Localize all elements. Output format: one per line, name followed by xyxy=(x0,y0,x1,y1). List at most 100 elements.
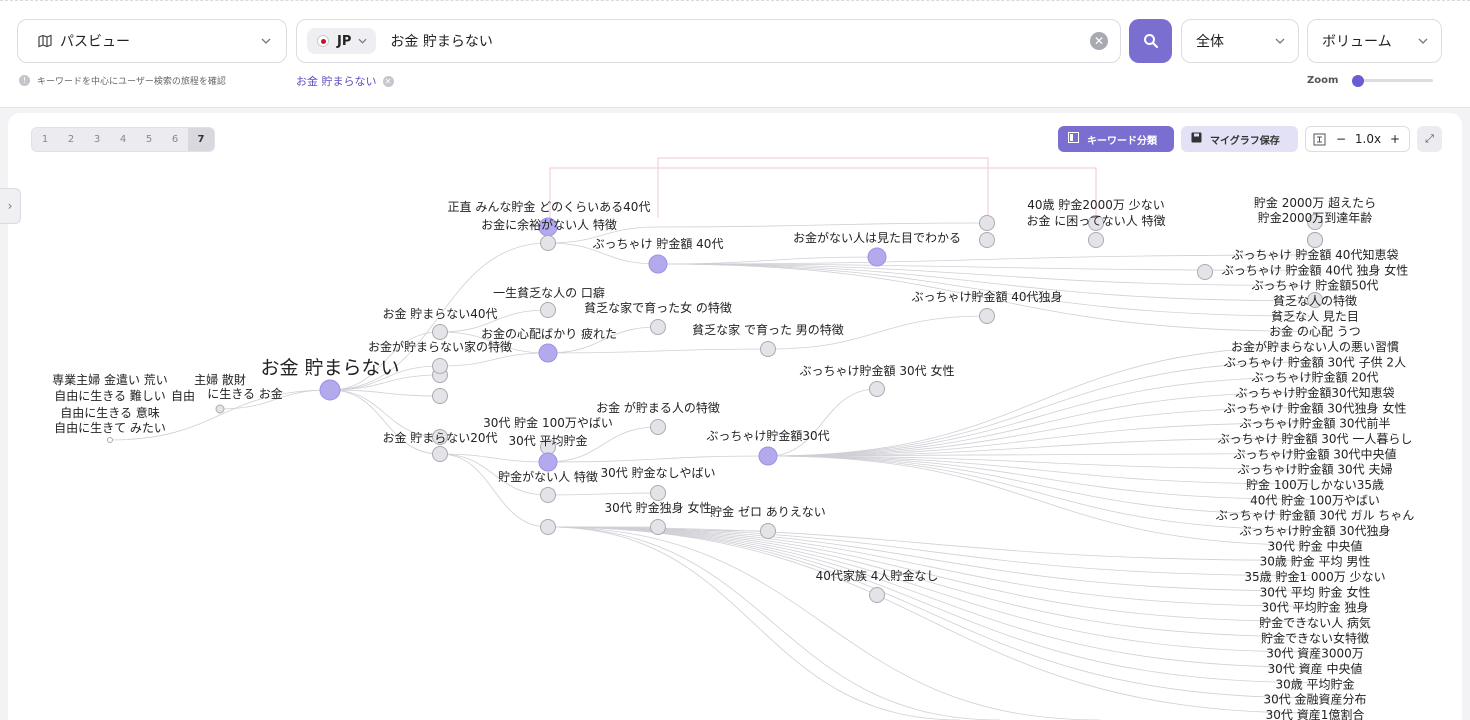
graph-edge xyxy=(657,256,878,265)
graph-node xyxy=(650,419,666,435)
categorize-button[interactable]: キーワード分類 xyxy=(1058,126,1174,152)
search-input[interactable]: お金 貯まらない xyxy=(390,34,493,50)
node-label: 30代 貯金なしやばい xyxy=(601,465,716,480)
graph-edge xyxy=(767,455,1311,470)
leaf-node-label: 30代 資産3000万 xyxy=(1266,646,1364,661)
expand-icon: ⤢ xyxy=(1425,132,1434,145)
center-node xyxy=(319,379,341,401)
node-label: 貯金2000万到達年齢 xyxy=(1258,210,1373,225)
graph-edge xyxy=(329,374,441,391)
zoom-in-button[interactable]: + xyxy=(1389,132,1401,146)
graph-edge xyxy=(329,389,441,397)
graph-edge xyxy=(657,263,1311,286)
hint-text: ! キーワードを中心にユーザー検索の旅程を確認 xyxy=(19,74,226,87)
depth-7[interactable]: 7 xyxy=(188,128,214,151)
graph-edge xyxy=(547,492,659,496)
remove-tag-icon[interactable]: ✕ xyxy=(382,75,394,87)
depth-4[interactable]: 4 xyxy=(119,134,127,145)
japan-flag-icon xyxy=(317,35,329,47)
graph-node xyxy=(979,215,995,231)
graph-edge xyxy=(767,422,1311,457)
leaf-node-label: ぶっちゃけ 貯金額 30代 一人暮らし xyxy=(1218,431,1413,446)
leaf-node-label: 30代 貯金 中央値 xyxy=(1268,538,1363,553)
columns-icon xyxy=(1068,132,1079,146)
left-node-label: 自由に生きて みたい xyxy=(54,421,166,435)
view-selector-label: パスビュー xyxy=(60,34,130,50)
depth-5[interactable]: 5 xyxy=(145,134,153,145)
leaf-node-label: お金 の心配 うつ xyxy=(1269,324,1361,339)
zoom-slider-track[interactable] xyxy=(1353,79,1433,82)
graph-labels: お金 貯まらない主婦 散財専業主婦 金遣い 荒い自由に生きる 難しい自由に生きる… xyxy=(52,195,1414,720)
leaf-node-label: 貯金 100万しかない35歳 xyxy=(1246,477,1384,492)
chevron-down-icon xyxy=(260,35,272,47)
query-tag[interactable]: お金 貯まらない ✕ xyxy=(296,73,394,89)
depth-3[interactable]: 3 xyxy=(93,134,101,145)
leaf-node-label: ぶっちゃけ 貯金額 30代 ガル ちゃん xyxy=(1216,508,1415,523)
graph-node xyxy=(215,404,225,414)
node-label: 貯金 2000万 超えたら xyxy=(1254,195,1376,210)
categorize-label: キーワード分類 xyxy=(1087,135,1157,147)
leaf-node-label: 35歳 貯金1 000万 少ない xyxy=(1244,569,1385,584)
depth-2[interactable]: 2 xyxy=(67,134,75,145)
fit-icon[interactable] xyxy=(1306,133,1332,146)
graph-edge xyxy=(547,526,1311,592)
graph-edge xyxy=(547,526,1311,683)
leaf-node-label: 30代 平均 貯金 女性 xyxy=(1260,584,1371,599)
graph-edge xyxy=(767,315,988,350)
zoom-out-button[interactable]: − xyxy=(1335,132,1347,146)
leaf-node-label: 30代 平均貯金 独身 xyxy=(1262,600,1369,615)
query-tag-label: お金 貯まらない xyxy=(296,75,377,88)
node-label: お金が貯まらない家の特徴 xyxy=(368,339,512,354)
node-label: 40歳 貯金2000万 少ない xyxy=(1027,197,1164,212)
node-label: お金がない人は見た目でわかる xyxy=(793,230,961,245)
graph-edge xyxy=(547,526,1101,720)
clear-icon[interactable]: ✕ xyxy=(1090,32,1108,50)
graph-edge xyxy=(547,526,961,720)
metric-dropdown[interactable]: ボリューム xyxy=(1307,19,1442,63)
depth-1[interactable]: 1 xyxy=(41,134,49,145)
loop-edge xyxy=(657,157,989,218)
node-label: お金 貯まらない40代 xyxy=(382,306,497,321)
graph-edge xyxy=(767,453,1311,457)
graph-edge xyxy=(547,526,1311,668)
sidebar-toggle[interactable]: › xyxy=(0,188,21,224)
graph-node xyxy=(1307,214,1323,230)
graph-node xyxy=(1307,292,1323,308)
search-icon xyxy=(1143,33,1159,49)
graph-edge xyxy=(109,389,331,441)
graph-node xyxy=(432,324,448,340)
save-icon xyxy=(1191,132,1202,146)
graph-node xyxy=(650,485,666,501)
graph-node xyxy=(650,319,666,335)
graph-node xyxy=(540,519,556,535)
graph-node xyxy=(432,429,448,445)
graph-edge xyxy=(439,352,549,367)
graph-edge xyxy=(657,254,1311,265)
save-graph-button[interactable]: マイグラフ保存 xyxy=(1181,126,1298,152)
leaf-node-label: 30代 金融資産分布 xyxy=(1263,692,1366,707)
depth-6[interactable]: 6 xyxy=(171,134,179,145)
graph-edge xyxy=(767,437,1311,457)
node-label: 貯金 ゼロ ありえない xyxy=(710,504,826,519)
graph-edge xyxy=(547,526,1311,714)
country-selector[interactable]: JP xyxy=(307,28,377,54)
node-label: お金 が貯まる人の特徴 xyxy=(596,400,720,415)
graph-node xyxy=(979,232,995,248)
scope-dropdown[interactable]: 全体 xyxy=(1181,19,1299,63)
scope-label: 全体 xyxy=(1196,34,1224,50)
graph-edge xyxy=(329,331,441,391)
graph-node xyxy=(432,358,448,374)
graph-edge xyxy=(547,348,769,354)
node-label: お金 貯まらない20代 xyxy=(382,430,497,445)
graph-node xyxy=(648,254,668,274)
graph-edge xyxy=(657,263,1311,317)
graph-edge xyxy=(547,526,1311,607)
fullscreen-button[interactable]: ⤢ xyxy=(1417,126,1442,152)
graph-node xyxy=(540,235,556,251)
zoom-slider-thumb[interactable] xyxy=(1352,75,1364,87)
graph-edge xyxy=(657,263,1311,332)
loop-edge xyxy=(549,167,1097,220)
graph-edge xyxy=(547,526,1311,622)
search-button[interactable] xyxy=(1129,19,1172,63)
view-selector[interactable]: パスビュー xyxy=(17,19,287,63)
